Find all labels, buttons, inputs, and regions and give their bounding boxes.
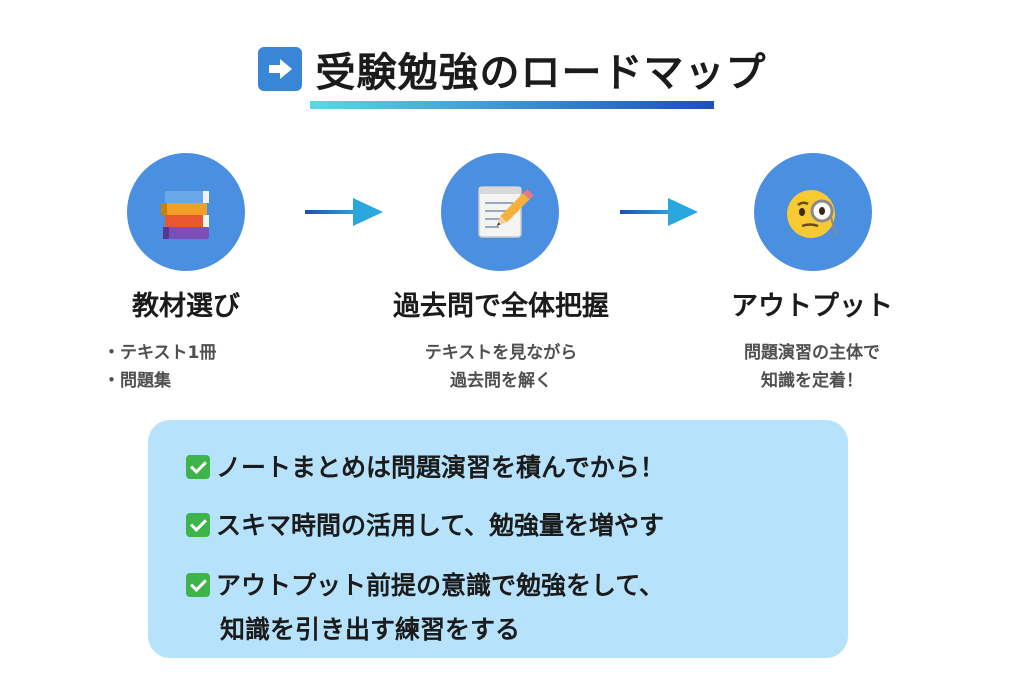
step-2-desc: テキストを見ながら 過去問を解く (351, 339, 651, 395)
step-3-desc-line: 問題演習の主体で (744, 343, 880, 363)
step-2-desc-line: 過去問を解く (450, 371, 552, 391)
page-title: 受験勉強のロードマップ (315, 50, 767, 96)
tips-box: ノートまとめは問題演習を積んでから！ スキマ時間の活用して、勉強量を増やす アウ… (148, 420, 848, 658)
arrow-1-icon (305, 198, 383, 226)
books-icon (161, 191, 209, 239)
step-2-circle (441, 153, 559, 271)
tip-item: スキマ時間の活用して、勉強量を増やす (186, 506, 664, 542)
step-1-title: 教材選び (132, 291, 240, 322)
title-underline (310, 101, 714, 109)
step-3-title: アウトプット (731, 291, 893, 322)
step-1-desc-line: ・問題集 (103, 371, 171, 391)
title-row: 受験勉強のロードマップ (0, 40, 1024, 98)
memo-pencil-icon (478, 186, 534, 238)
check-icon (186, 573, 210, 597)
arrow-2-icon (620, 198, 698, 226)
tip-text: アウトプット前提の意識で勉強をして、 (216, 571, 665, 600)
tip-item: ノートまとめは問題演習を積んでから！ (186, 448, 665, 484)
step-3-desc-line: 知識を定着！ (761, 371, 863, 391)
step-1-circle (127, 153, 245, 271)
tip-text: スキマ時間の活用して、勉強量を増やす (216, 511, 665, 540)
step-2-desc-line: テキストを見ながら (424, 343, 578, 363)
monocle-face-icon (787, 190, 837, 238)
check-icon (186, 513, 210, 537)
step-2-title: 過去問で全体把握 (393, 291, 609, 322)
step-3-desc: 問題演習の主体で 知識を定着！ (662, 339, 962, 395)
right-arrow-icon (257, 47, 302, 91)
tip-item: アウトプット前提の意識で勉強をして、 (186, 566, 664, 602)
tip-continuation: 知識を引き出す練習をする (220, 615, 521, 644)
step-1-desc-line: ・テキスト1冊 (103, 343, 217, 363)
step-3-circle (754, 153, 872, 271)
check-icon (186, 455, 210, 479)
step-1-desc: ・テキスト1冊 ・問題集 (103, 339, 216, 395)
tip-text: ノートまとめは問題演習を積んでから！ (216, 453, 665, 482)
